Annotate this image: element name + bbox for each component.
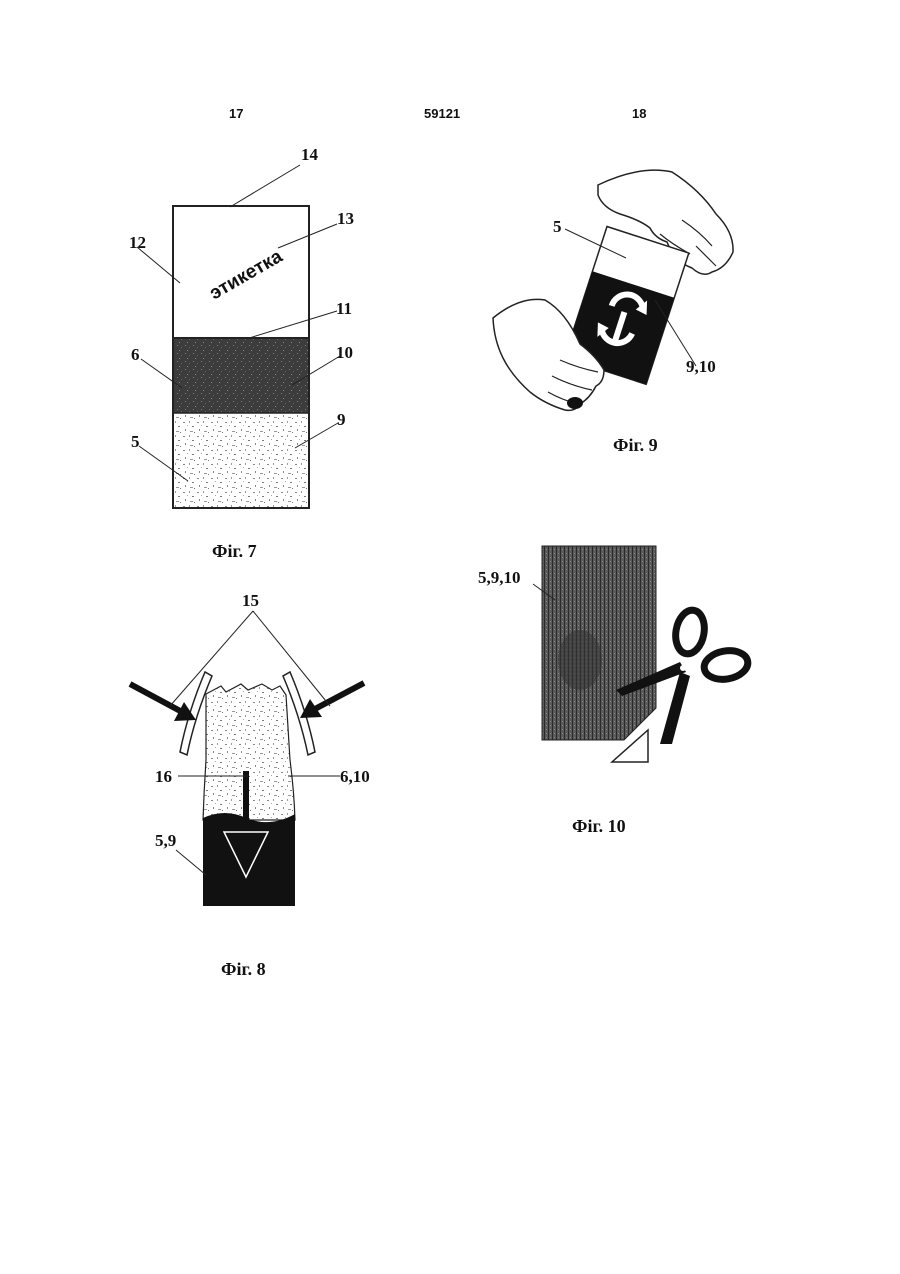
ref-16: 16 bbox=[155, 767, 172, 786]
ref-5-9-10: 5,9,10 bbox=[478, 568, 521, 587]
fig7-caption: Фіг. 7 bbox=[212, 541, 257, 561]
figure-8: 15 16 6,10 5,9 Фіг. 8 bbox=[130, 591, 370, 979]
ref-9-10: 9,10 bbox=[686, 357, 716, 376]
ref-5: 5 bbox=[553, 217, 562, 236]
ref-14: 14 bbox=[301, 145, 319, 164]
figure-7: этикетка 14 13 12 11 6 10 9 5 Фіг. 7 bbox=[129, 145, 354, 561]
test-zone bbox=[174, 413, 308, 507]
ref-9: 9 bbox=[337, 410, 346, 429]
ref-5: 5 bbox=[131, 432, 140, 451]
ref-10: 10 bbox=[336, 343, 353, 362]
ref-11: 11 bbox=[336, 299, 352, 318]
ref-6-10: 6,10 bbox=[340, 767, 370, 786]
figure-9: 5 9,10 Фіг. 9 bbox=[493, 170, 733, 455]
ref-12: 12 bbox=[129, 233, 146, 252]
ref-13: 13 bbox=[337, 209, 354, 228]
ref-6: 6 bbox=[131, 345, 140, 364]
fig10-caption: Фіг. 10 bbox=[572, 816, 626, 836]
fig9-caption: Фіг. 9 bbox=[613, 435, 658, 455]
ref-15: 15 bbox=[242, 591, 259, 610]
striped-strip bbox=[542, 546, 656, 740]
ref-5-9: 5,9 bbox=[155, 831, 176, 850]
reagent-band bbox=[174, 338, 308, 413]
fig8-caption: Фіг. 8 bbox=[221, 959, 266, 979]
figure-10: 5,9,10 Фіг. 10 bbox=[478, 546, 750, 836]
